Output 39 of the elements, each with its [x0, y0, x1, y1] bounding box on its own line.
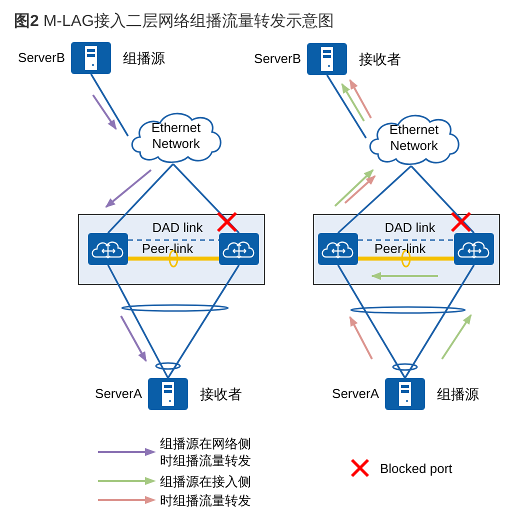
server-name: ServerA: [95, 385, 142, 404]
role-label: 接收者: [200, 384, 242, 404]
legend-label: 组播源在接入侧: [160, 472, 252, 490]
link-line: [410, 165, 475, 234]
edge-label: Peer-link: [142, 242, 194, 256]
switch-icon: [219, 233, 259, 265]
role-label: 组播源: [437, 384, 479, 404]
switch-icon: [318, 233, 358, 265]
link-line: [326, 74, 367, 138]
cloud-label: Ethernet Network: [388, 122, 440, 154]
dashed-link: [128, 239, 219, 241]
link-line: [107, 163, 174, 234]
role-label: 接收者: [359, 50, 401, 68]
figure-title: 图2 M-LAG接入二层网络组播流量转发示意图: [14, 12, 334, 32]
dashed-link: [358, 239, 454, 241]
role-label: 组播源: [123, 48, 165, 68]
link-line: [172, 163, 240, 234]
m-lag-group-box: [313, 214, 500, 285]
server-name: ServerB: [18, 49, 65, 68]
server-name: ServerB: [254, 50, 301, 68]
server-name: ServerA: [332, 385, 379, 404]
link-line: [107, 264, 169, 378]
legend-label: Blocked port: [380, 460, 452, 476]
cloud-label: Ethernet Network: [150, 120, 202, 152]
link-line: [128, 250, 219, 268]
switch-icon: [88, 233, 128, 265]
link-line: [404, 264, 475, 378]
link-line: [90, 74, 129, 136]
link-line: [337, 264, 406, 378]
edge-label: Peer-link: [374, 242, 426, 256]
legend-label: 时组播流量转发: [160, 492, 252, 508]
link-line: [167, 264, 240, 378]
link-line: [337, 165, 412, 234]
m-lag-group-box: [78, 214, 265, 285]
switch-icon: [454, 233, 494, 265]
edge-label: DAD link: [152, 221, 203, 236]
legend-label: 组播源在网络侧时组播流量转发: [160, 435, 252, 469]
link-line: [358, 250, 454, 268]
edge-label: DAD link: [384, 221, 436, 236]
